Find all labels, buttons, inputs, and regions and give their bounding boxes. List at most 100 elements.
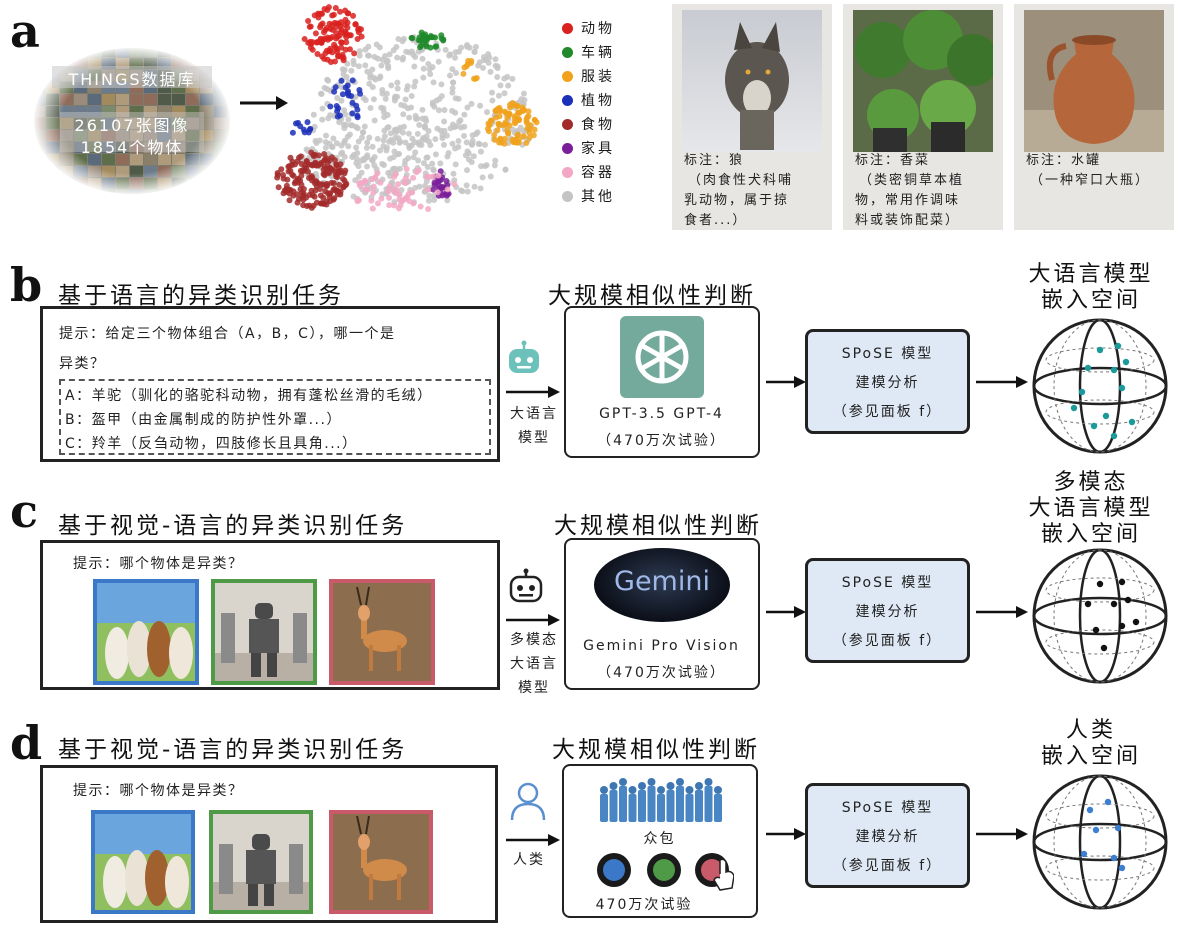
panel-c-agent-line1: 多模态 [510,632,558,648]
panel-c-space-title-2: 大语言模型 [1028,496,1154,521]
scatter-point [339,175,346,182]
legend-item: 服装 [562,66,615,86]
scatter-point [489,97,496,104]
scatter-point [398,101,405,108]
scatter-point [478,163,485,170]
scatter-point [316,186,323,193]
scatter-point [440,141,447,148]
scatter-point [320,166,327,173]
scatter-point [440,36,447,43]
scatter-point [344,10,351,17]
scatter-point [461,132,468,139]
panel-b-title: 基于语言的异类识别任务 [58,283,344,309]
scatter-point [449,85,456,92]
scatter-point [274,171,281,178]
scatter-point [350,12,357,19]
scatter-point [360,129,367,136]
scatter-point [441,118,448,125]
scatter-point [412,149,419,156]
panel-c-agent-line2: 大语言 [510,656,558,672]
scatter-point [362,154,369,161]
scatter-point [523,139,530,146]
scatter-point [394,85,401,92]
multimodal-embedding-sphere [1032,548,1168,684]
scatter-point [411,83,418,90]
jug-desc-1: （一种窄口大瓶） [1030,173,1151,188]
scatter-point [380,161,387,168]
scatter-point [376,44,383,51]
scatter-point [387,137,394,144]
legend-item: 食物 [562,114,615,134]
panel-c-model-name: Gemini Pro Vision [583,638,740,654]
scatter-point [470,153,477,160]
scatter-point [317,37,324,44]
scatter-point [425,128,432,135]
scatter-point [307,23,314,30]
scatter-point [338,142,345,149]
scatter-point [378,62,385,69]
scatter-point [369,176,376,183]
scatter-point [452,54,459,61]
spose-model: SPoSE 模型 [841,574,934,591]
gemini-logo-icon [594,548,730,622]
scatter-point [323,182,330,189]
robot-icon [509,340,539,373]
scatter-point [285,168,292,175]
scatter-point [487,68,494,75]
scatter-point [348,122,355,129]
scatter-point [450,170,457,177]
scatter-point [457,124,464,131]
panel-b-spose-box: SPoSE 模型 建模分析 （参见面板 f） [805,329,970,434]
scatter-point [319,10,326,17]
scatter-point [468,159,475,166]
scatter-point [449,66,456,73]
scatter-point [356,52,363,59]
scatter-point [487,173,494,180]
scatter-point [394,151,401,158]
legend-item: 容器 [562,162,615,182]
scatter-point [472,75,479,82]
scatter-point [346,131,353,138]
scatter-point [396,205,403,212]
scatter-point [452,95,459,102]
options-box [59,379,491,455]
scatter-point [427,71,434,78]
panel-c-letter: c [10,484,39,538]
scatter-point [362,97,369,104]
scatter-point [414,130,421,137]
scatter-point [295,119,302,126]
scatter-point [515,109,522,116]
arrow-icon [976,606,1028,618]
scatter-point [501,135,508,142]
panel-c-space-title-3: 嵌入空间 [1040,522,1141,547]
embedding-point [1100,644,1108,652]
panel-b-prompt-line1: 提示：给定三个物体组合（A，B，C），哪一个是 [59,326,396,342]
scatter-point [310,202,317,209]
scatter-point [386,202,393,209]
scatter-point [370,189,377,196]
scatter-point [319,53,326,60]
scatter-point [344,60,351,67]
scatter-point [408,92,415,99]
embedding-point [1122,358,1130,366]
scatter-point [356,48,363,55]
scatter-point [455,144,462,151]
scatter-point [427,142,434,149]
scatter-point [338,39,345,46]
scatter-point [455,138,462,145]
scatter-point [391,97,398,104]
scatter-point [430,173,437,180]
scatter-point [412,53,419,60]
legend-swatch [562,46,573,58]
scatter-point [446,52,453,59]
scatter-point [425,61,432,68]
scatter-point [311,193,318,200]
scatter-point [497,82,504,89]
scatter-point [533,119,540,126]
scatter-point [369,66,376,73]
scatter-point [495,92,502,99]
scatter-point [353,155,360,162]
scatter-point [312,137,319,144]
scatter-point [364,139,371,146]
scatter-point [325,115,332,122]
